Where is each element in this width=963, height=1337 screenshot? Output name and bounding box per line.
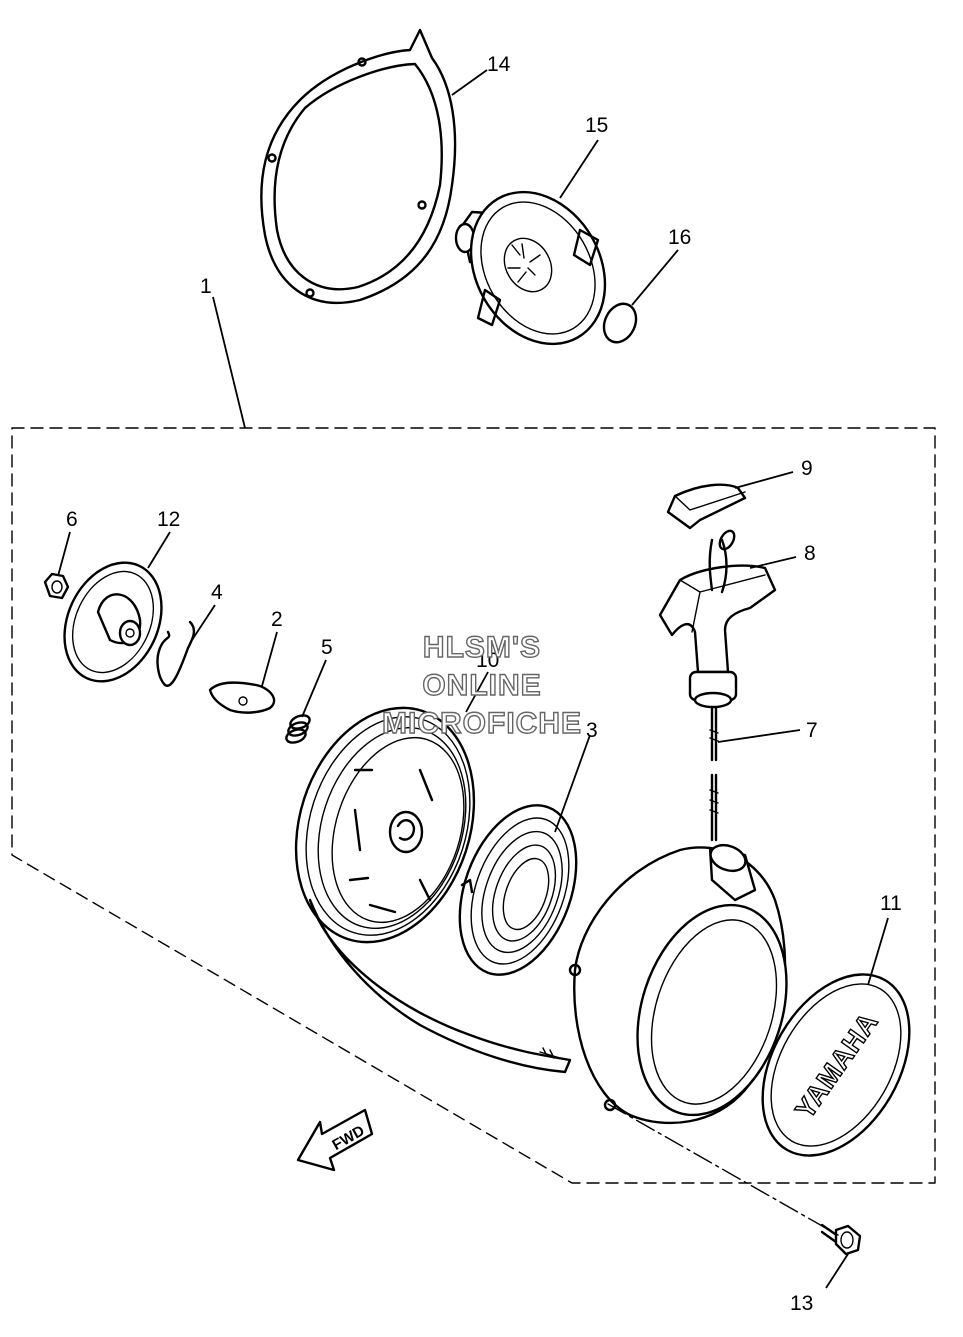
part-9-handle-cap [666, 483, 747, 530]
callout-9: 9 [801, 457, 813, 480]
callout-7: 7 [806, 719, 818, 742]
part-14-gasket [260, 28, 457, 305]
part-13-bolt [820, 1223, 862, 1256]
part-12-friction-plate [63, 561, 163, 683]
part-3-recoil-spring [458, 804, 578, 976]
callout-10: 10 [476, 649, 499, 672]
callout-2: 2 [271, 608, 283, 631]
callout-3: 3 [586, 719, 598, 742]
watermark: HLSM'S ONLINE MICROFICHE [381, 630, 582, 740]
part-5-small-spring [285, 714, 311, 744]
callout-15: 15 [585, 114, 608, 137]
callout-14: 14 [487, 53, 511, 76]
callout-5: 5 [321, 636, 333, 659]
part-15-drive-pulley [454, 190, 607, 346]
starter-rope [308, 898, 572, 1074]
part-16-o-ring [602, 302, 638, 344]
bolt-axis-line [607, 1103, 839, 1236]
watermark-line-1: HLSM'S [423, 631, 541, 664]
callout-6: 6 [66, 508, 78, 531]
part-6-nut [43, 572, 70, 600]
leader-lines [57, 69, 889, 1289]
part-7-rope [709, 703, 719, 842]
fwd-arrow-icon: FWD [296, 1108, 374, 1172]
assembly-boundary [11, 427, 936, 1184]
part-10-rope-reel [294, 706, 476, 944]
callout-4: 4 [211, 581, 223, 604]
callout-1: 1 [200, 275, 212, 298]
part-11-emblem: YAMAHA [761, 973, 911, 1157]
watermark-line-3: MICROFICHE [382, 707, 582, 740]
callout-labels: 1 2 3 4 5 6 7 8 9 10 11 12 13 14 15 16 [66, 53, 902, 1315]
part-8-pull-handle [658, 529, 777, 709]
part-4-spring-clip [156, 620, 196, 687]
part-2-ratchet-pawl [208, 681, 276, 714]
callout-16: 16 [668, 226, 691, 249]
callout-12: 12 [157, 508, 180, 531]
watermark-line-2: ONLINE [422, 669, 541, 702]
callout-13: 13 [790, 1292, 813, 1315]
starter-housing [568, 843, 788, 1125]
callout-11: 11 [880, 892, 902, 915]
callout-8: 8 [804, 542, 816, 565]
